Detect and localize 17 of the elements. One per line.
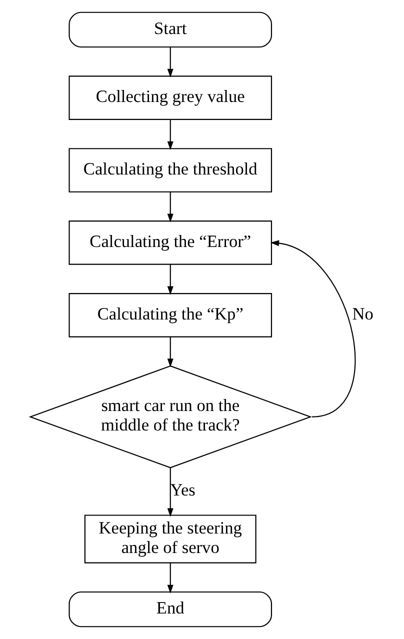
arrow <box>167 192 174 222</box>
node-box: Calculating the “Kp” <box>68 293 272 338</box>
arrow <box>167 468 174 517</box>
node-box: Start <box>68 12 272 48</box>
node-box: Calculating the “Error” <box>68 220 272 265</box>
edge-label: No <box>352 304 374 324</box>
arrow <box>167 336 174 368</box>
node-diamond: smart car run on the middle of the track? <box>28 365 312 468</box>
node-box: End <box>68 591 272 628</box>
arrow <box>167 264 174 295</box>
node-box: Keeping the steering angle of servo <box>84 514 256 564</box>
arrow <box>167 563 174 594</box>
arrow <box>270 240 356 418</box>
node-box: Collecting grey value <box>68 76 272 120</box>
arrow <box>167 47 174 78</box>
arrow <box>167 120 174 150</box>
node-box: Calculating the threshold <box>68 148 272 192</box>
